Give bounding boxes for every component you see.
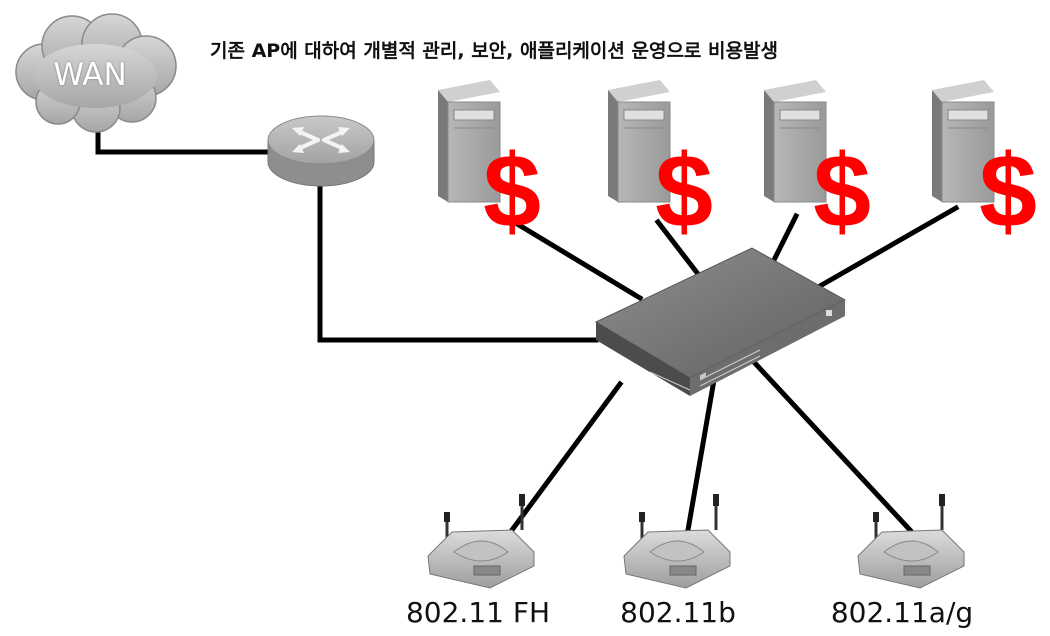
link-ap-1 bbox=[508, 380, 624, 534]
switch-icon bbox=[594, 247, 847, 396]
cost-symbol-2: $ bbox=[655, 134, 713, 250]
access-point-icon-2 bbox=[623, 494, 731, 589]
link-wan-router bbox=[95, 115, 273, 155]
router-icon bbox=[267, 115, 375, 187]
link-server-2 bbox=[654, 218, 702, 278]
link-ap-3 bbox=[748, 356, 914, 534]
ap-label-ag: 802.11a/g bbox=[830, 596, 974, 629]
link-router-switch bbox=[317, 185, 599, 343]
wan-label: WAN bbox=[53, 57, 127, 93]
access-point-icon-3 bbox=[857, 494, 965, 589]
cost-symbol-1: $ bbox=[483, 134, 541, 250]
link-server-4 bbox=[802, 204, 960, 298]
cost-symbol-4: $ bbox=[979, 134, 1037, 250]
link-ap-2 bbox=[685, 377, 717, 533]
network-links bbox=[95, 115, 960, 534]
diagram-title: 기존 AP에 대하여 개별적 관리, 보안, 애플리케이션 운영으로 비용발생 bbox=[210, 40, 778, 62]
ap-label-b: 802.11b bbox=[620, 596, 736, 629]
ap-label-fh: 802.11 FH bbox=[405, 596, 551, 629]
cost-symbol-3: $ bbox=[813, 134, 871, 250]
server-icon-2 bbox=[608, 80, 671, 203]
wan-cloud-icon bbox=[15, 13, 177, 133]
server-icon-1 bbox=[438, 80, 501, 203]
access-point-icon-1 bbox=[427, 494, 535, 589]
link-server-3 bbox=[766, 212, 800, 272]
server-icon-3 bbox=[764, 80, 827, 203]
link-server-1 bbox=[510, 218, 644, 302]
server-icon-4 bbox=[932, 80, 995, 203]
